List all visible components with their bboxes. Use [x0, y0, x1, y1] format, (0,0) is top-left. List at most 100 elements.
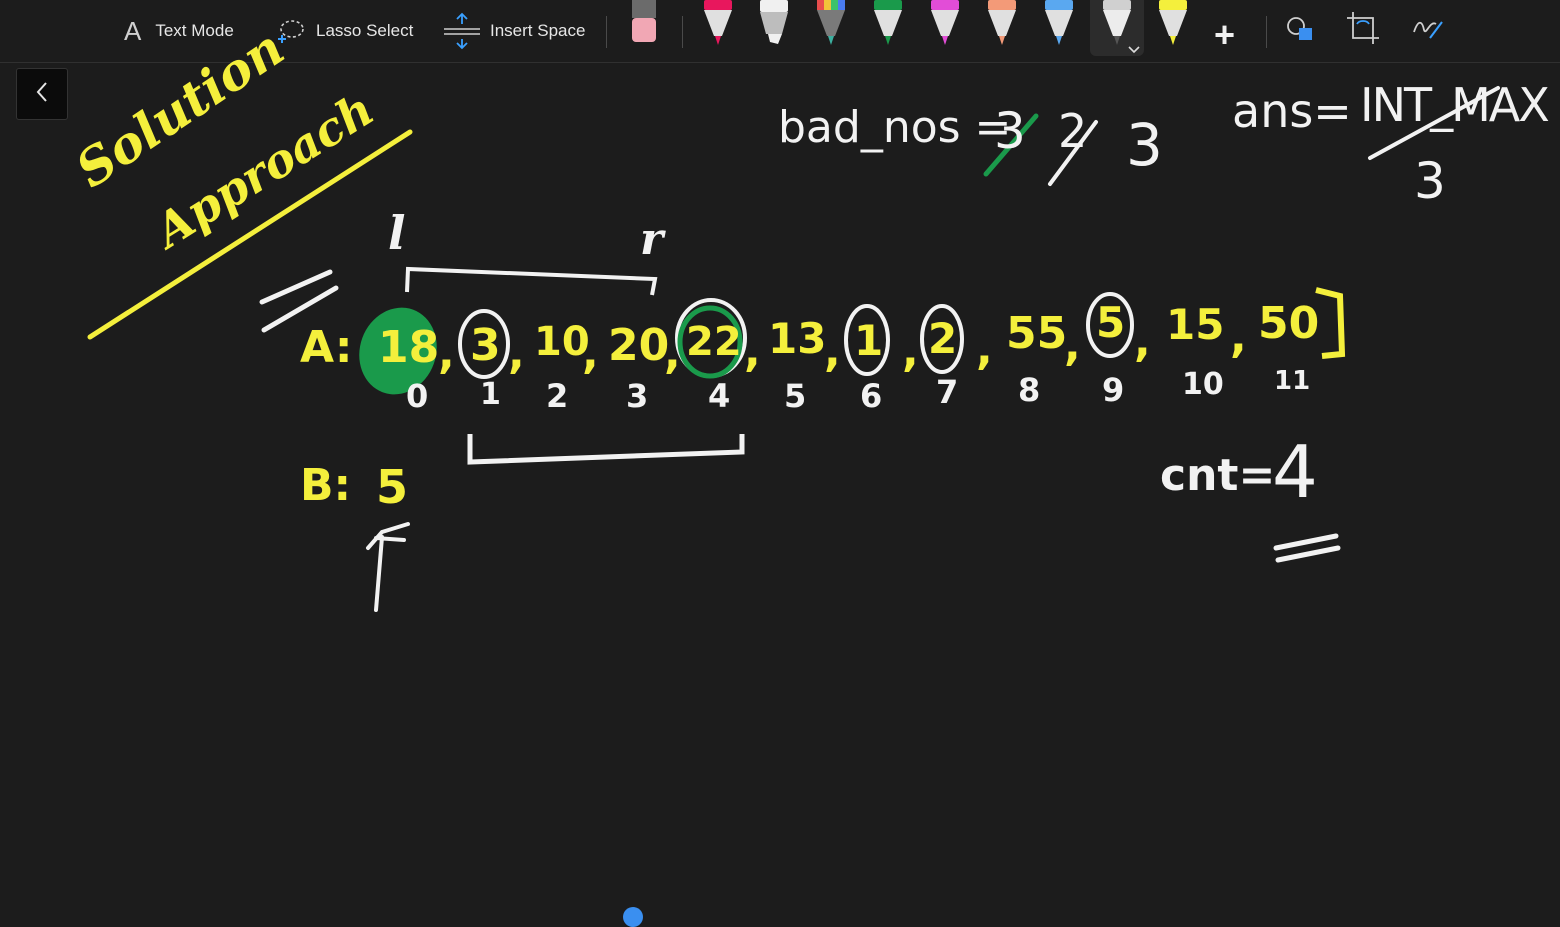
array-item: 22: [686, 319, 742, 365]
circle-2: [920, 304, 964, 374]
array-item: 1: [854, 316, 884, 365]
insert-space-label: Insert Space: [490, 21, 586, 40]
array-index: 9: [1102, 371, 1125, 409]
array-item: 55: [1006, 308, 1068, 359]
lasso-icon: [276, 17, 306, 45]
array-item: 18: [378, 322, 440, 373]
array-item: 3: [470, 320, 501, 371]
insert-space-button[interactable]: Insert Space: [444, 8, 585, 54]
double-underline-left: [259, 269, 339, 333]
shapes-icon: [1285, 14, 1317, 49]
pointer-r: r: [640, 214, 664, 265]
handwriting-button[interactable]: [1410, 8, 1444, 54]
pointer-l: l: [388, 206, 406, 260]
array-index: 6: [860, 377, 883, 415]
insert-space-icon: [444, 12, 480, 50]
cnt-value: 4: [1272, 430, 1318, 514]
back-button[interactable]: [16, 68, 68, 120]
array-comma: ,: [902, 326, 919, 377]
double-underline-cnt: [1273, 533, 1341, 563]
plus-icon: +: [1214, 14, 1236, 55]
array-comma: ,: [582, 328, 599, 379]
text-mode-button[interactable]: A Text Mode: [124, 8, 234, 54]
pen-blue-tool[interactable]: [1041, 0, 1077, 50]
array-comma: ,: [1064, 320, 1081, 371]
pen-green-tool[interactable]: [870, 0, 906, 50]
array-comma: ,: [438, 328, 455, 379]
drawing-canvas[interactable]: Solution Approach bad_nos = 3 2 3 ans= I…: [0, 18, 1560, 915]
b-value: 5: [376, 460, 409, 514]
array-item: 15: [1166, 300, 1225, 349]
array-index: 3: [626, 377, 649, 415]
bad-nos-value-3: 3: [1126, 111, 1163, 179]
array-close-bracket: [1315, 287, 1346, 359]
array-item: 10: [534, 319, 590, 365]
array-item: 13: [768, 314, 827, 363]
cnt-label: cnt=: [1160, 450, 1276, 501]
chevron-left-icon: [35, 81, 49, 108]
pen-pink-tool[interactable]: [927, 0, 963, 50]
array-label: A:: [300, 322, 353, 373]
crop-transform-button[interactable]: [1345, 8, 1383, 54]
bad-nos-value-1: 3: [994, 102, 1026, 160]
scroll-indicator[interactable]: [623, 907, 643, 927]
circle-5: [1086, 292, 1134, 358]
toolbar-divider: [606, 16, 607, 48]
array-comma: ,: [1230, 312, 1247, 363]
pen-peach-tool[interactable]: [984, 0, 1020, 50]
array-item: 50: [1258, 298, 1320, 349]
handwriting-icon: [1410, 14, 1444, 49]
circle-1: [844, 304, 890, 376]
strike-ans-initial: [1368, 86, 1500, 160]
array-item: 2: [928, 314, 958, 363]
annotation-strokes: [87, 86, 1500, 612]
strike-bad-nos-second: [1048, 120, 1098, 186]
add-tool-button[interactable]: +: [1214, 12, 1235, 58]
circle-22-green: [677, 305, 743, 379]
bad-nos-label: bad_nos =: [778, 102, 1012, 153]
lasso-select-button[interactable]: Lasso Select: [276, 8, 413, 54]
title-underline: [87, 129, 413, 340]
array-index: 10: [1182, 367, 1224, 402]
ans-initial: INT_MAX: [1360, 78, 1550, 132]
crop-rotate-icon: [1345, 10, 1383, 53]
eraser-tool[interactable]: [626, 0, 662, 50]
pen-yellow-tool[interactable]: [1155, 0, 1191, 50]
array-item: 20: [608, 320, 670, 371]
array-index: 1: [480, 377, 501, 412]
bad-nos-value-2: 2: [1058, 104, 1088, 158]
text-mode-label: Text Mode: [155, 21, 234, 40]
array-comma: ,: [824, 326, 841, 377]
strike-bad-nos-first: [983, 113, 1039, 177]
circle-3: [458, 309, 510, 379]
array-item: 5: [1096, 298, 1126, 347]
toolbar-divider: [682, 16, 683, 48]
array-comma: ,: [1134, 316, 1151, 367]
array-comma: ,: [744, 326, 761, 377]
arrow-up-icon: [366, 522, 410, 612]
array-comma: ,: [976, 324, 993, 375]
shapes-button[interactable]: [1285, 8, 1317, 54]
toolbar: A Text Mode Lasso Select Insert Space: [0, 0, 1560, 63]
pen-white-tool[interactable]: [756, 0, 792, 50]
array-index: 4: [708, 377, 731, 415]
array-index: 11: [1274, 366, 1311, 396]
b-label: B:: [300, 460, 352, 511]
ans-label: ans=: [1232, 84, 1352, 138]
array-comma: ,: [664, 328, 681, 379]
array-comma: ,: [508, 328, 525, 379]
array-index: 0: [406, 377, 429, 415]
ans-value: 3: [1414, 152, 1446, 210]
text-mode-icon: A: [124, 15, 142, 46]
array-index: 7: [936, 373, 959, 411]
array-index: 5: [784, 377, 807, 415]
pen-rainbow-tool[interactable]: [813, 0, 849, 50]
window-bracket-bottom: [467, 434, 745, 465]
array-index: 8: [1018, 371, 1041, 409]
toolbar-divider: [1266, 16, 1267, 48]
window-bracket-top: [405, 266, 658, 296]
pen-silver-tool[interactable]: [1090, 0, 1144, 56]
pen-magenta-tool[interactable]: [700, 0, 736, 50]
lasso-select-label: Lasso Select: [316, 21, 414, 40]
array-index: 2: [546, 377, 569, 415]
